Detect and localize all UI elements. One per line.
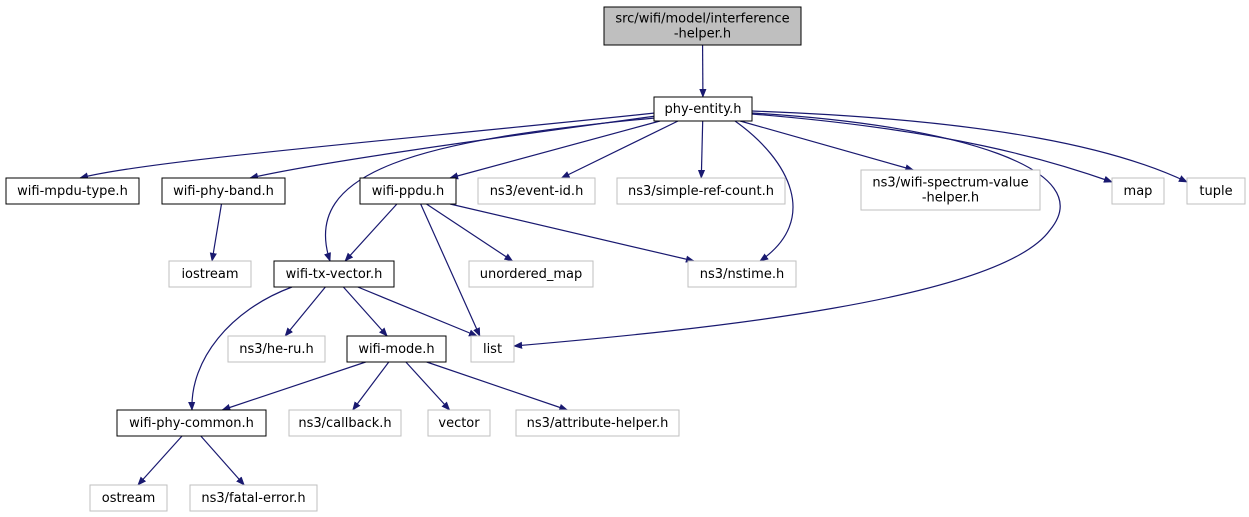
node-he-ru[interactable]: ns3/he-ru.h: [227, 335, 326, 363]
node-label: wifi-phy-common.h: [129, 416, 254, 431]
node-box: [227, 335, 326, 363]
edge-tx-vector-to-list: [357, 286, 478, 337]
node-label: wifi-ppdu.h: [372, 184, 445, 199]
node-box: [470, 335, 515, 363]
node-label: src/wifi/model/interference: [615, 12, 789, 27]
node-box: [161, 177, 286, 205]
node-label: list: [483, 342, 502, 357]
edge-phy-common-to-fatal-error: [200, 435, 245, 486]
edge-wifi-mode-to-vector: [405, 361, 451, 411]
node-box: [427, 409, 491, 437]
node-box: [653, 96, 753, 122]
node-simple-ref[interactable]: ns3/simple-ref-count.h: [616, 177, 786, 205]
edge-ppdu-to-nstime: [449, 203, 695, 263]
node-box: [515, 409, 680, 437]
node-label: ns3/wifi-spectrum-value: [872, 176, 1028, 191]
node-tx-vector[interactable]: wifi-tx-vector.h: [273, 260, 395, 288]
node-label: ns3/callback.h: [298, 416, 391, 431]
edge-phy-entity-to-mpdu-type: [79, 112, 656, 180]
node-mpdu-type[interactable]: wifi-mpdu-type.h: [5, 177, 140, 205]
node-label: iostream: [181, 267, 238, 282]
node-box: [168, 260, 252, 288]
node-ostream[interactable]: ostream: [89, 484, 168, 512]
edge-ppdu-to-unordered-map: [426, 203, 514, 262]
node-box: [189, 484, 318, 512]
node-label: wifi-mpdu-type.h: [17, 184, 128, 199]
edge-phy-band-to-iostream: [209, 203, 223, 262]
node-box: [288, 409, 402, 437]
node-label: -helper.h: [922, 191, 979, 206]
node-label: wifi-mode.h: [358, 342, 434, 357]
edge-phy-entity-to-list: [513, 112, 1061, 349]
node-box: [616, 177, 786, 205]
node-interference[interactable]: src/wifi/model/interference-helper.h: [603, 6, 802, 46]
node-label: ns3/nstime.h: [700, 267, 784, 282]
node-label: map: [1124, 184, 1153, 199]
node-callback[interactable]: ns3/callback.h: [288, 409, 402, 437]
edge-tx-vector-to-phy-common: [188, 286, 293, 411]
node-box: [860, 169, 1041, 211]
node-box: [603, 6, 802, 46]
edge-ppdu-to-list: [420, 203, 481, 337]
node-list[interactable]: list: [470, 335, 515, 363]
node-label: -helper.h: [674, 27, 731, 42]
edge-phy-entity-to-phy-band: [249, 115, 657, 180]
node-phy-common[interactable]: wifi-phy-common.h: [116, 409, 267, 437]
node-label: wifi-tx-vector.h: [286, 267, 383, 282]
node-box: [346, 335, 447, 363]
edge-phy-entity-to-map: [751, 113, 1113, 183]
node-box: [89, 484, 168, 512]
edge-phy-entity-to-event-id: [560, 120, 679, 179]
node-box: [1111, 177, 1165, 205]
edge-wifi-mode-to-attribute-helper: [426, 361, 569, 411]
edge-phy-entity-to-tx-vector: [324, 117, 656, 262]
node-label: ns3/attribute-helper.h: [527, 416, 669, 431]
node-unordered-map[interactable]: unordered_map: [468, 260, 594, 288]
node-fatal-error[interactable]: ns3/fatal-error.h: [189, 484, 318, 512]
node-box: [468, 260, 594, 288]
node-wifi-mode[interactable]: wifi-mode.h: [346, 335, 447, 363]
edge-tx-vector-to-he-ru: [284, 286, 326, 337]
node-box: [687, 260, 797, 288]
node-label: phy-entity.h: [665, 102, 742, 117]
node-event-id[interactable]: ns3/event-id.h: [477, 177, 596, 205]
node-box: [359, 177, 457, 205]
node-label: vector: [438, 416, 480, 431]
node-vector[interactable]: vector: [427, 409, 491, 437]
node-ppdu[interactable]: wifi-ppdu.h: [359, 177, 457, 205]
node-spectrum[interactable]: ns3/wifi-spectrum-value-helper.h: [860, 169, 1041, 211]
node-label: ns3/he-ru.h: [239, 342, 314, 357]
node-box: [5, 177, 140, 205]
node-map[interactable]: map: [1111, 177, 1165, 205]
node-label: wifi-phy-band.h: [173, 184, 274, 199]
node-label: tuple: [1199, 184, 1232, 199]
node-attribute-helper[interactable]: ns3/attribute-helper.h: [515, 409, 680, 437]
node-label: ns3/event-id.h: [490, 184, 584, 199]
node-label: unordered_map: [480, 267, 583, 282]
edge-ppdu-to-tx-vector: [344, 203, 398, 262]
edge-phy-entity-to-simple-ref: [697, 120, 706, 179]
edge-wifi-mode-to-callback: [352, 361, 390, 411]
edge-phy-entity-to-ppdu: [449, 120, 661, 180]
node-box: [1186, 177, 1246, 205]
node-box: [116, 409, 267, 437]
edge-phy-common-to-ostream: [137, 435, 183, 486]
node-box: [477, 177, 596, 205]
node-tuple[interactable]: tuple: [1186, 177, 1246, 205]
node-label: ostream: [102, 491, 156, 506]
node-phy-entity[interactable]: phy-entity.h: [653, 96, 753, 122]
node-nstime[interactable]: ns3/nstime.h: [687, 260, 797, 288]
node-phy-band[interactable]: wifi-phy-band.h: [161, 177, 286, 205]
node-label: ns3/fatal-error.h: [201, 491, 305, 506]
edge-phy-entity-to-tuple: [751, 110, 1188, 183]
edge-wifi-mode-to-phy-common: [221, 361, 366, 411]
node-iostream[interactable]: iostream: [168, 260, 252, 288]
node-label: ns3/simple-ref-count.h: [628, 184, 774, 199]
edge-phy-entity-to-spectrum: [739, 120, 915, 172]
edge-tx-vector-to-wifi-mode: [342, 286, 388, 337]
node-box: [273, 260, 395, 288]
edge-phy-entity-to-nstime: [734, 120, 794, 262]
